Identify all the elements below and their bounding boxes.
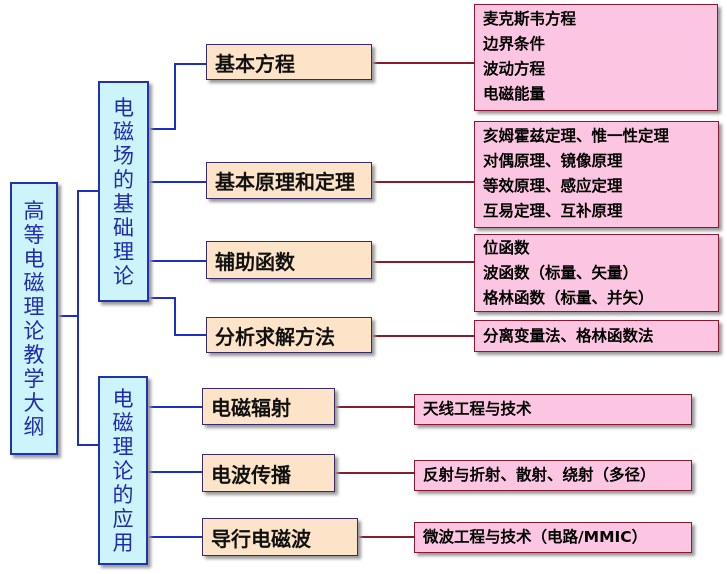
leaf-item: 波函数（标量、矢量） [483, 264, 639, 282]
topic-label: 电波传播 [211, 462, 291, 487]
vertical-char: 基 [113, 191, 134, 216]
vertical-char: 应 [112, 506, 134, 531]
leaf-item: 分离变量法、格林函数法 [483, 327, 654, 345]
leaf-box-auxiliary-functions: 位函数 波函数（标量、矢量） 格林函数（标量、并矢） [474, 234, 719, 312]
leaf-box-principles-theorems: 亥姆霍兹定理、惟一性定理 对偶原理、镜像原理 等效原理、感应定理 互易定理、互补… [474, 121, 719, 228]
vertical-char: 磁 [112, 410, 134, 435]
vertical-char: 学 [23, 366, 45, 391]
leaf-box-propagation: 反射与折射、散射、绕射（多径） [414, 460, 692, 491]
vertical-char: 电 [113, 95, 134, 120]
vertical-char: 础 [113, 215, 134, 240]
group-box-fundamentals: 电磁场的基础理论 [98, 81, 149, 302]
connector-group1-topic4 [149, 297, 206, 336]
vertical-char: 的 [112, 482, 134, 507]
vertical-char: 教 [23, 342, 45, 367]
vertical-char: 理 [23, 294, 45, 319]
leaf-item: 互易定理、互补原理 [483, 202, 623, 220]
connector-root-group1 [58, 190, 98, 317]
leaf-box-radiation: 天线工程与技术 [414, 394, 692, 425]
vertical-char: 论 [113, 263, 134, 288]
topic-box-basic-equations: 基本方程 [206, 44, 372, 80]
topic-box-auxiliary-functions: 辅助函数 [206, 241, 372, 279]
topic-label: 导行电磁波 [211, 526, 311, 551]
vertical-char: 电 [23, 246, 45, 271]
topic-label: 基本原理和定理 [215, 170, 355, 194]
vertical-char: 用 [112, 530, 134, 555]
group-title-fundamentals: 电磁场的基础理论 [100, 83, 147, 300]
vertical-char: 等 [23, 222, 45, 247]
topic-box-propagation: 电波传播 [202, 454, 335, 492]
topic-label: 辅助函数 [215, 249, 295, 274]
leaf-item: 亥姆霍兹定理、惟一性定理 [483, 127, 670, 145]
connector-group1-topic1 [149, 63, 206, 130]
vertical-char: 磁 [113, 119, 134, 144]
leaf-item: 位函数 [483, 239, 530, 257]
vertical-char: 论 [112, 458, 134, 483]
root-box: 高等电磁理论教学大纲 [10, 182, 58, 455]
leaf-item: 天线工程与技术 [423, 400, 532, 418]
leaf-item: 边界条件 [483, 35, 546, 53]
leaf-item: 微波工程与技术（电路/MMIC） [423, 528, 648, 546]
vertical-char: 磁 [23, 270, 45, 295]
vertical-char: 场 [113, 143, 134, 168]
topic-box-principles-theorems: 基本原理和定理 [206, 162, 372, 199]
vertical-char: 高 [23, 198, 45, 223]
leaf-item: 电磁能量 [483, 85, 546, 103]
connector-root-group2 [77, 316, 98, 446]
leaf-item: 等效原理、感应定理 [483, 177, 623, 195]
leaf-item: 反射与折射、散射、绕射（多径） [423, 466, 656, 484]
topic-box-radiation: 电磁辐射 [202, 388, 335, 425]
topic-box-guided-waves: 导行电磁波 [202, 518, 358, 556]
vertical-char: 论 [23, 318, 45, 343]
vertical-char: 的 [113, 167, 134, 192]
leaf-box-guided-waves: 微波工程与技术（电路/MMIC） [414, 522, 692, 553]
leaf-item: 麦克斯韦方程 [483, 10, 577, 28]
leaf-box-basic-equations: 麦克斯韦方程 边界条件 波动方程 电磁能量 [474, 4, 718, 111]
topic-label: 基本方程 [215, 51, 295, 76]
topic-label: 电磁辐射 [211, 396, 291, 420]
group-title-applications: 电磁理论的应用 [100, 378, 146, 563]
root-title: 高等电磁理论教学大纲 [12, 184, 56, 453]
topic-label: 分析求解方法 [215, 324, 335, 349]
leaf-item: 格林函数（标量、并矢） [483, 289, 654, 307]
leaf-item: 对偶原理、镜像原理 [483, 152, 623, 170]
vertical-char: 理 [113, 239, 134, 264]
vertical-char: 理 [112, 434, 134, 459]
leaf-item: 波动方程 [483, 60, 546, 78]
vertical-char: 电 [112, 386, 134, 411]
leaf-box-solution-methods: 分离变量法、格林函数法 [474, 320, 719, 352]
group-box-applications: 电磁理论的应用 [98, 376, 148, 565]
vertical-char: 纲 [23, 414, 45, 439]
topic-box-solution-methods: 分析求解方法 [206, 317, 372, 353]
vertical-char: 大 [23, 390, 45, 415]
